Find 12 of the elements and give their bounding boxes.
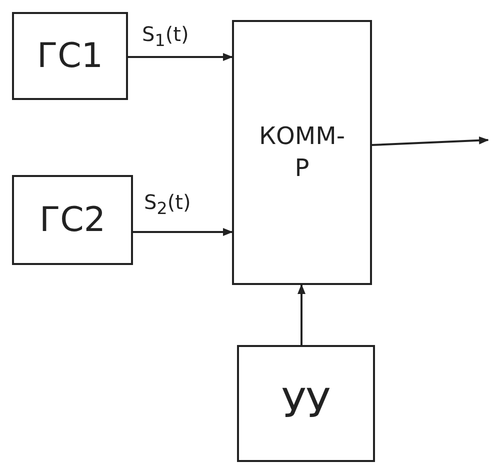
arrow — [128, 53, 233, 61]
block-label: ГС2 — [39, 198, 106, 242]
block-box — [237, 345, 375, 462]
block-label: УУ — [282, 380, 330, 428]
block-label: КОММ- Р — [258, 121, 346, 184]
arrow — [372, 136, 489, 146]
block-box — [12, 175, 133, 265]
block-box — [12, 12, 128, 100]
block-box — [232, 20, 372, 285]
arrow — [298, 284, 306, 345]
block-label: ГС1 — [36, 34, 104, 78]
arrow — [133, 228, 233, 236]
